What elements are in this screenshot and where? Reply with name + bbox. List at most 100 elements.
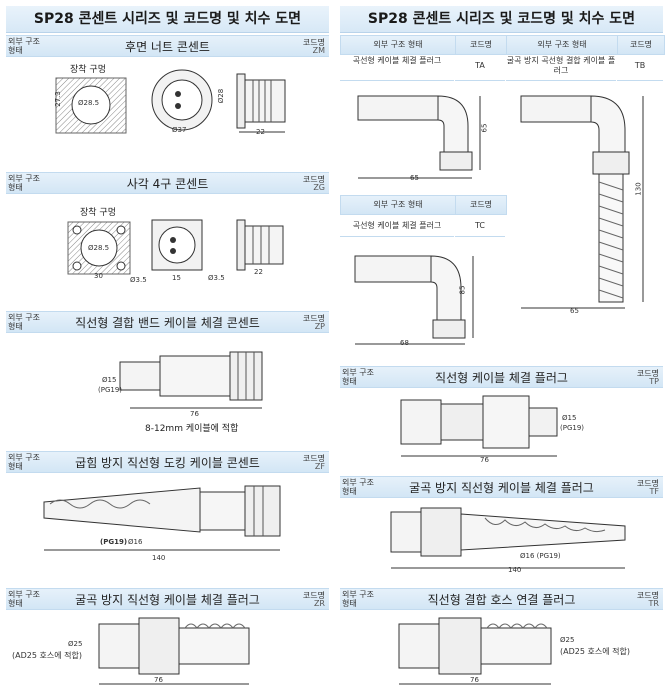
code-value: TR [648,599,659,608]
code-value: TP [649,377,659,386]
code-label: 코드명 [302,175,325,184]
mount-hole-label: 장착 구멍 [80,208,116,218]
section-header-zg: 외부 구조 형태 사각 4구 콘센트 코드명 ZG [6,172,329,194]
mount-hole-label: 장착 구멍 [70,65,106,75]
front-view-zg [151,219,203,271]
code-value: ZP [314,322,325,331]
drawing-ta [357,95,481,179]
dim-d15: Ø15 [102,376,117,384]
struct-label: 외부 구조 형태 [342,368,374,386]
code-label: 코드명 [636,479,659,488]
dim-d35: Ø3.5 [130,276,147,284]
dim-d15: Ø15 [562,414,577,422]
section-title: 사각 4구 콘센트 [126,177,209,191]
section-header-zm: 외부 구조 형태 후면 너트 콘센트 코드명 ZM [6,35,329,57]
section-title: 직선형 케이블 체결 플러그 [435,371,568,385]
dim-d28: Ø28 [217,88,226,104]
drawing-zp [119,351,263,409]
tb-code: TB [617,56,663,81]
code-value: TF [649,487,660,496]
tc-code-header: 코드명 [455,195,507,215]
code-value: ZF [314,462,325,471]
dim-76: 76 [470,676,479,684]
struct-label: 외부 구조 형태 [342,590,374,608]
section-title: 굴곡 방지 직선형 케이블 체결 플러그 [409,481,594,495]
section-header-zf: 외부 구조 형태 굽힘 방지 직선형 도킹 케이블 콘센트 코드명 ZF [6,451,329,473]
code-label: 코드명 [302,591,325,600]
code-value: ZM [312,46,325,55]
dim-22: 22 [256,128,265,136]
tb-struct-header: 외부 구조 형태 [506,35,618,55]
front-view-zm [151,69,213,131]
section-title: 후면 너트 콘센트 [125,40,210,54]
dim-68: 68 [400,339,409,347]
section-header-tr: 외부 구조 형태 직선형 결합 호스 연결 플러그 코드명 TR [340,588,663,610]
section-title: 직선형 결합 호스 연결 플러그 [427,593,576,607]
code-value: ZG [313,183,325,192]
drawing-tr [398,617,552,685]
dim-d16: Ø16 [128,538,143,546]
dim-85: 85 [458,285,467,295]
dim-65: 65 [570,307,579,315]
dim-d37: Ø37 [172,126,187,134]
section-title: 직선형 결합 밴드 케이블 체결 콘센트 [75,316,260,330]
section-header-tf: 외부 구조 형태 굴곡 방지 직선형 케이블 체결 플러그 코드명 TF [340,476,663,498]
ad25-note: (AD25 호스에 적합) [560,647,630,656]
tc-struct-header: 외부 구조 형태 [340,195,456,215]
cable-fit-note: 8-12mm 케이블에 적합 [145,424,239,434]
code-label: 코드명 [302,38,325,47]
right-column-title: SP28 콘센트 시리즈 및 코드명 및 치수 도면 [340,6,663,33]
ta-code: TA [455,56,505,81]
struct-label: 외부 구조 형태 [342,478,374,496]
tb-code-header: 코드명 [617,35,665,55]
dim-22: 22 [254,268,263,276]
struct-label: 외부 구조 형태 [8,174,40,192]
section-header-tp: 외부 구조 형태 직선형 케이블 체결 플러그 코드명 TP [340,366,663,388]
dim-140: 140 [508,566,522,574]
dim-d25: Ø25 [560,636,575,644]
drawing-tb [520,95,644,309]
dim-273: 27.3 [53,91,62,107]
code-label: 코드명 [302,314,325,323]
drawing-tf [390,507,626,569]
side-view-zm [236,73,286,133]
dim-15: 15 [172,274,181,282]
struct-label: 외부 구조 형태 [8,37,40,55]
code-label: 코드명 [636,369,659,378]
ta-name: 곡선형 케이블 체결 플러그 [340,56,454,81]
code-value: ZR [313,599,325,608]
dim-pg19: (PG19) [98,386,123,394]
ta-struct-header: 외부 구조 형태 [340,35,456,55]
code-label: 코드명 [636,591,659,600]
dim-d16pg: Ø16 (PG19) [520,552,561,560]
dim-d35b: Ø3.5 [208,274,225,282]
dim-d25: Ø25 [68,640,83,648]
dim-pg19: (PG19) [560,424,585,432]
section-header-zp: 외부 구조 형태 직선형 결합 밴드 케이블 체결 콘센트 코드명 ZP [6,311,329,333]
ad25-note: (AD25 호스에 적합) [12,651,82,660]
section-title: 굽힘 방지 직선형 도킹 케이블 콘센트 [75,456,260,470]
dim-d285: Ø28.5 [88,244,110,252]
dim-76: 76 [190,410,199,418]
drawing-zf [43,485,281,551]
ta-code-header: 코드명 [455,35,507,55]
dim-65v: 65 [480,123,489,133]
struct-label: 외부 구조 형태 [8,313,40,331]
dim-65: 65 [410,174,419,182]
tb-name: 굴곡 방지 곡선형 결합 케이블 플러그 [506,56,616,81]
dim-76: 76 [154,676,163,684]
drawing-tc [354,255,474,345]
code-label: 코드명 [302,454,325,463]
dim-140: 140 [152,554,166,562]
side-view-zg [236,219,284,271]
dim-30: 30 [94,272,103,280]
dim-d285: Ø28.5 [78,99,100,107]
drawing-zr [98,617,250,685]
drawing-tp [400,395,558,457]
dim-pg19: (PG19) [100,538,128,546]
left-column-title: SP28 콘센트 시리즈 및 코드명 및 치수 도면 [6,6,329,33]
struct-label: 외부 구조 형태 [8,453,40,471]
struct-label: 외부 구조 형태 [8,590,40,608]
section-header-zr: 외부 구조 형태 굴곡 방지 직선형 케이블 체결 플러그 코드명 ZR [6,588,329,610]
section-title: 굴곡 방지 직선형 케이블 체결 플러그 [75,593,260,607]
